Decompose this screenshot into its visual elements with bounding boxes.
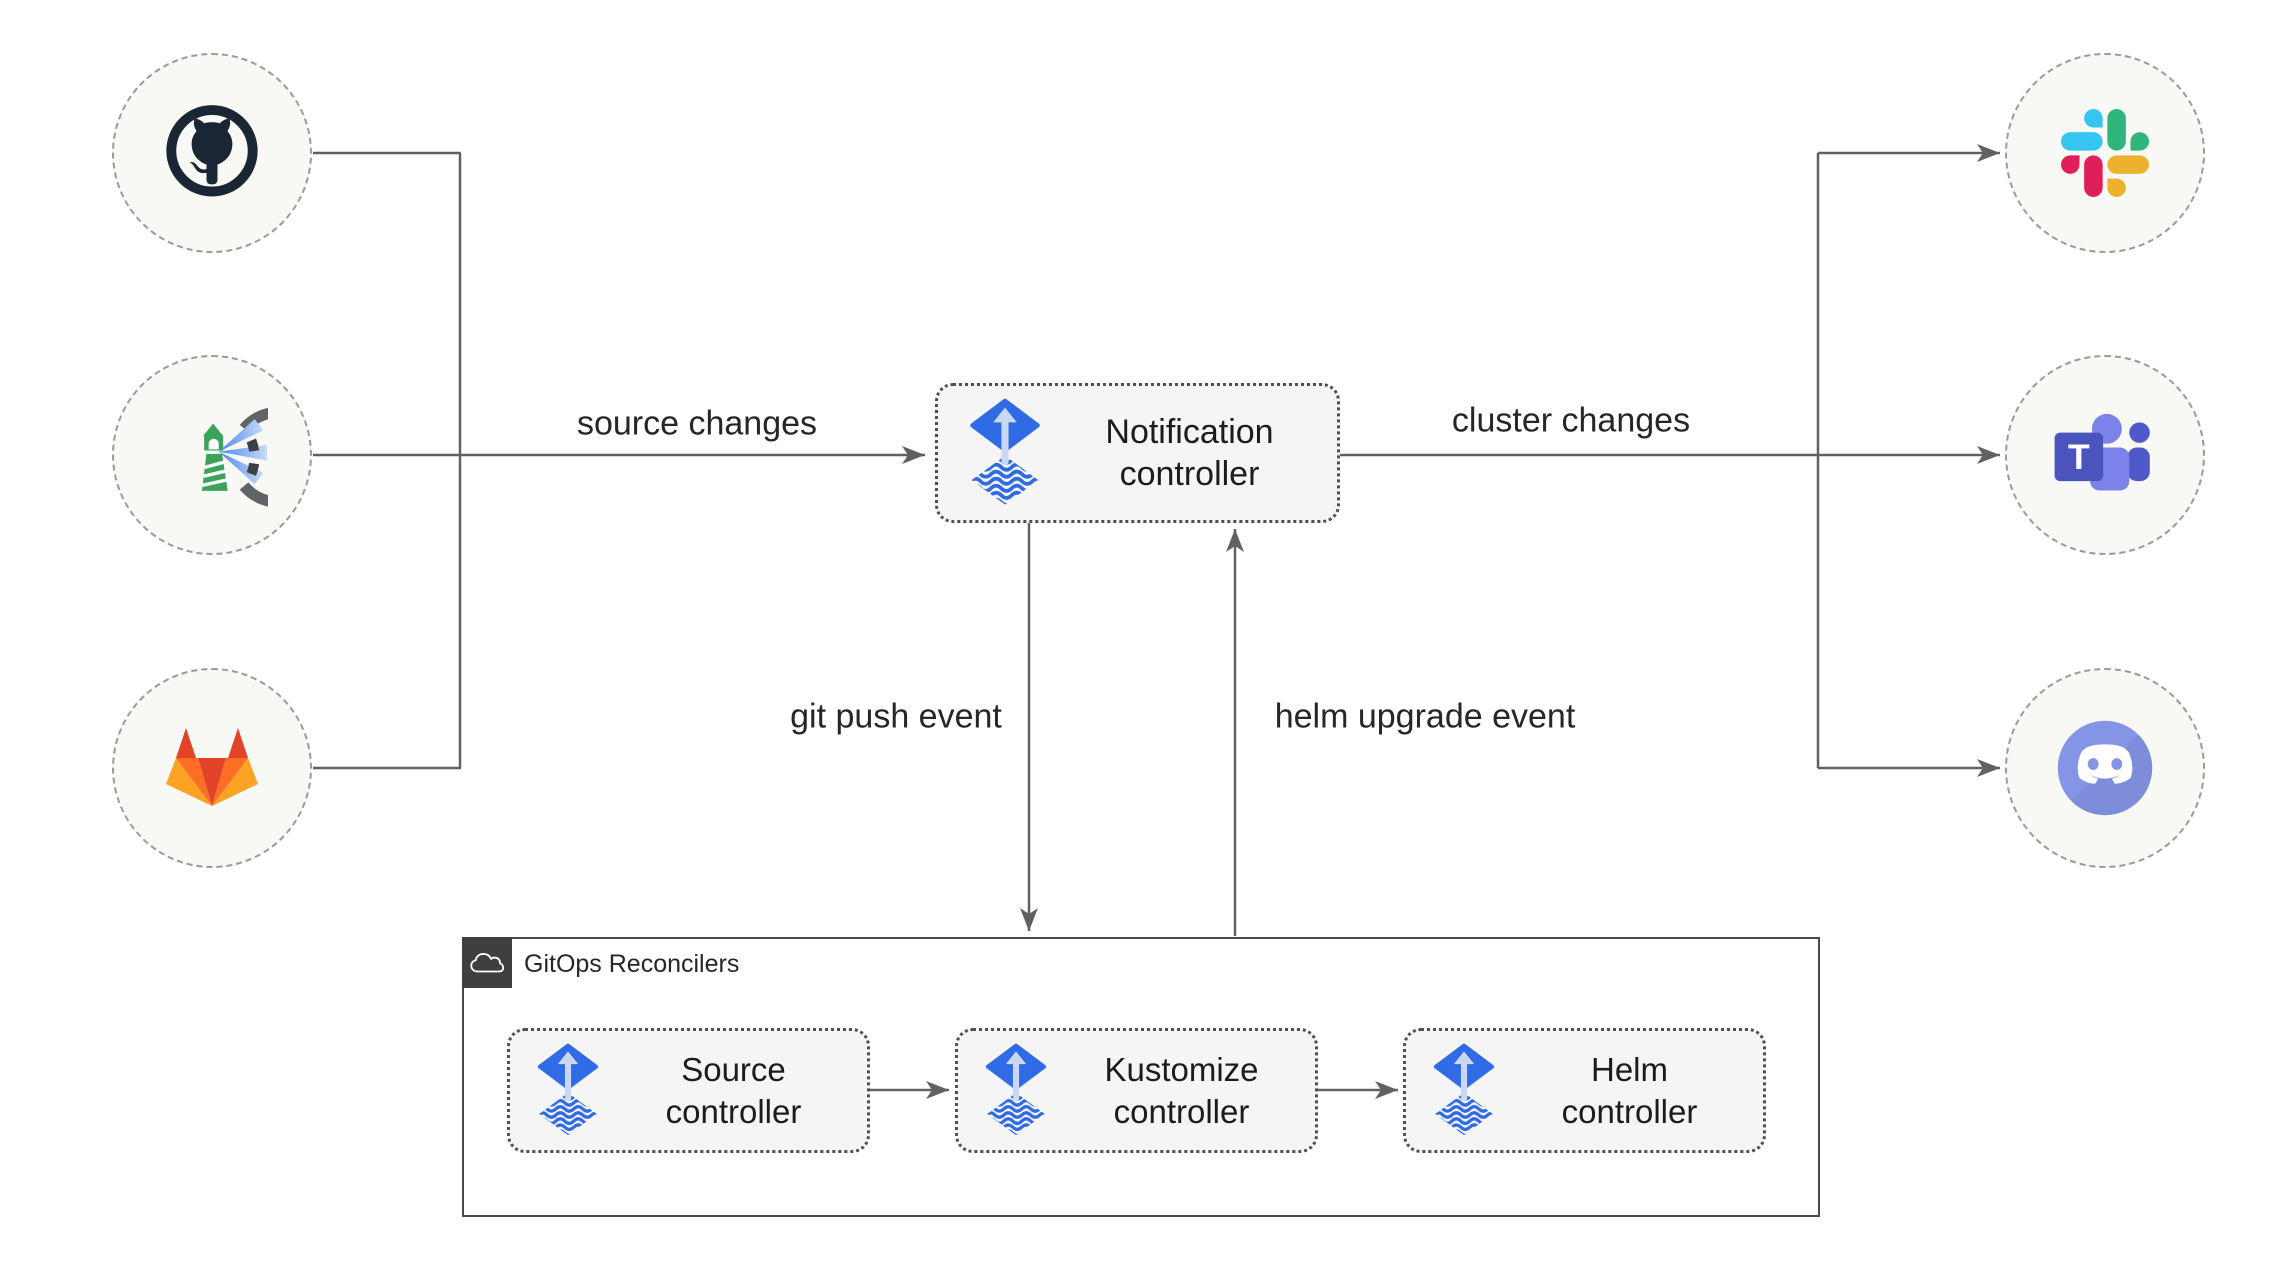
flux-icon	[985, 1043, 1047, 1135]
node-slack	[2005, 53, 2205, 253]
node-teams: T	[2005, 355, 2205, 555]
flux-icon	[537, 1043, 599, 1135]
helm-controller-node: Helm controller	[1403, 1028, 1766, 1153]
kustomize-controller-label: Kustomize controller	[1104, 1051, 1259, 1130]
edge-label-helm-upgrade: helm upgrade event	[1274, 697, 1576, 736]
gitops-reconcilers-container: GitOps Reconcilers	[461, 936, 1820, 1217]
node-harbor	[112, 355, 312, 555]
gitlab-icon	[166, 728, 258, 806]
teams-icon: T	[2054, 413, 2150, 491]
container-title: GitOps Reconcilers	[524, 949, 740, 978]
notification-controller-node: Notification controller	[935, 383, 1340, 523]
node-github	[112, 53, 312, 253]
helm-controller-label: Helm controller	[1561, 1051, 1698, 1130]
edge-label-source-changes: source changes	[576, 404, 818, 443]
edge-label-cluster-changes: cluster changes	[1451, 401, 1691, 440]
slack-icon	[2061, 109, 2149, 197]
source-controller-label: Source controller	[665, 1051, 802, 1130]
teams-letter: T	[2068, 437, 2090, 477]
github-icon	[166, 105, 258, 197]
node-discord	[2005, 668, 2205, 868]
edge-label-git-push: git push event	[790, 697, 1002, 736]
source-controller-node: Source controller	[507, 1028, 870, 1153]
notification-controller-label: Notification controller	[1105, 412, 1274, 494]
kustomize-controller-node: Kustomize controller	[955, 1028, 1318, 1153]
harbor-icon	[201, 408, 268, 507]
cloud-icon	[469, 952, 504, 972]
flux-icon	[1433, 1043, 1495, 1135]
flux-icon	[970, 398, 1040, 505]
node-gitlab	[112, 668, 312, 868]
container-header-tab	[461, 936, 512, 988]
discord-icon	[2057, 720, 2153, 816]
